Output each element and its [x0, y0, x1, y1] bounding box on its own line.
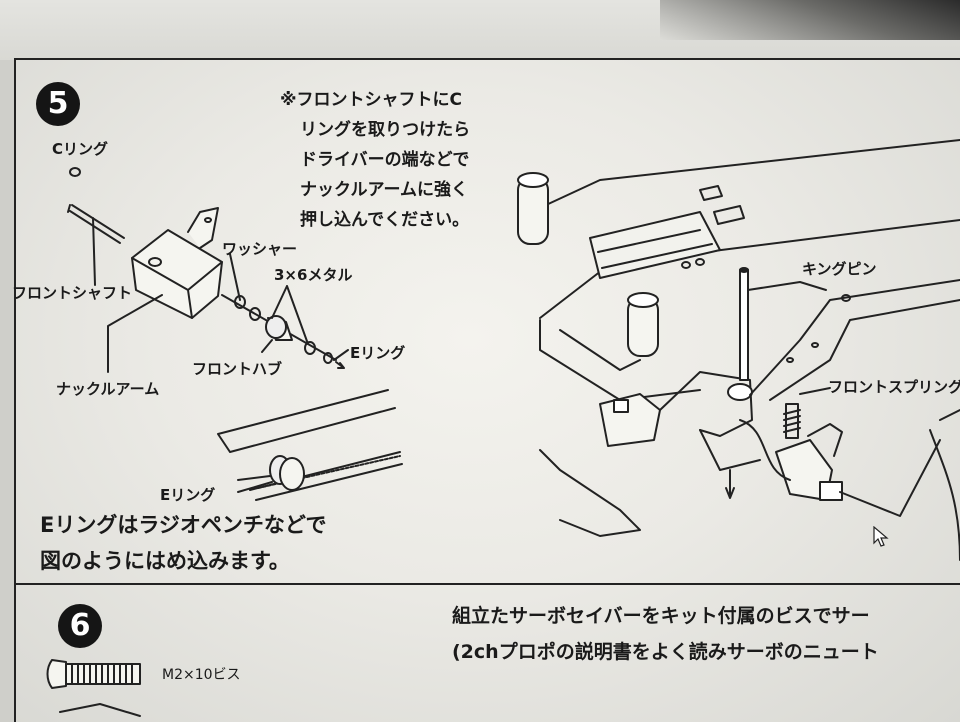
- section-divider: [14, 583, 960, 585]
- instruction-sheet: [14, 58, 960, 722]
- note-line: ※フロントシャフトにC: [280, 90, 463, 110]
- note-line: ドライバーの端などで: [300, 150, 470, 170]
- step-6-number: 6: [58, 604, 102, 648]
- mouse-cursor-icon: [873, 526, 889, 547]
- step-6-text-line: 組立たサーボセイバーをキット付属のビスでサー: [452, 605, 870, 627]
- label-front-shaft: フロントシャフト: [12, 284, 133, 302]
- label-e-ring-detail: Eリング: [160, 486, 216, 504]
- caption-line: Eリングはラジオペンチなどで: [40, 513, 327, 537]
- label-front-spring: フロントスプリング: [828, 378, 960, 396]
- note-line: 押し込んでください。: [300, 210, 470, 230]
- step-5-number: 5: [36, 82, 80, 126]
- label-king-pin: キングピン: [802, 260, 877, 278]
- label-screw: M2×10ビス: [162, 667, 241, 683]
- label-knuckle-arm: ナックルアーム: [56, 380, 160, 398]
- photo-shadow: [660, 0, 960, 40]
- label-e-ring: Eリング: [350, 344, 406, 362]
- caption-line: 図のようにはめ込みます。: [40, 549, 290, 573]
- note-line: ナックルアームに強く: [300, 180, 468, 200]
- label-front-hub: フロントハブ: [192, 360, 283, 378]
- label-c-ring: Cリング: [52, 140, 109, 158]
- label-washer: ワッシャー: [222, 240, 298, 258]
- step-6-text-line: (2chプロポの説明書をよく読みサーボのニュート: [452, 641, 879, 663]
- note-line: リングを取りつけたら: [300, 120, 471, 140]
- label-metal: 3×6メタル: [274, 266, 353, 284]
